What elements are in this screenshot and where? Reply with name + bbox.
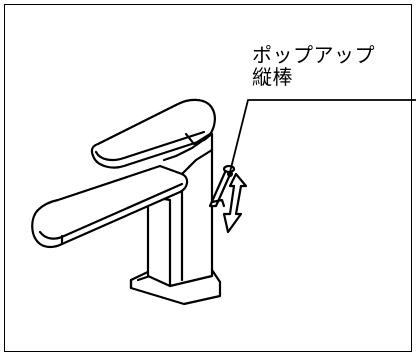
faucet-handle xyxy=(90,98,216,176)
popup-rod-tip-icon xyxy=(227,171,233,177)
faucet-spout xyxy=(31,164,189,249)
callout-line-2: 縦棒 xyxy=(252,65,293,89)
callout-leader-line xyxy=(229,99,416,173)
callout-line-1: ポップアップ xyxy=(252,43,375,67)
popup-rod-callout-label: ポップアップ 縦棒 xyxy=(252,44,402,88)
faucet-body-column xyxy=(146,148,214,288)
up-down-arrow-icon xyxy=(222,172,248,234)
